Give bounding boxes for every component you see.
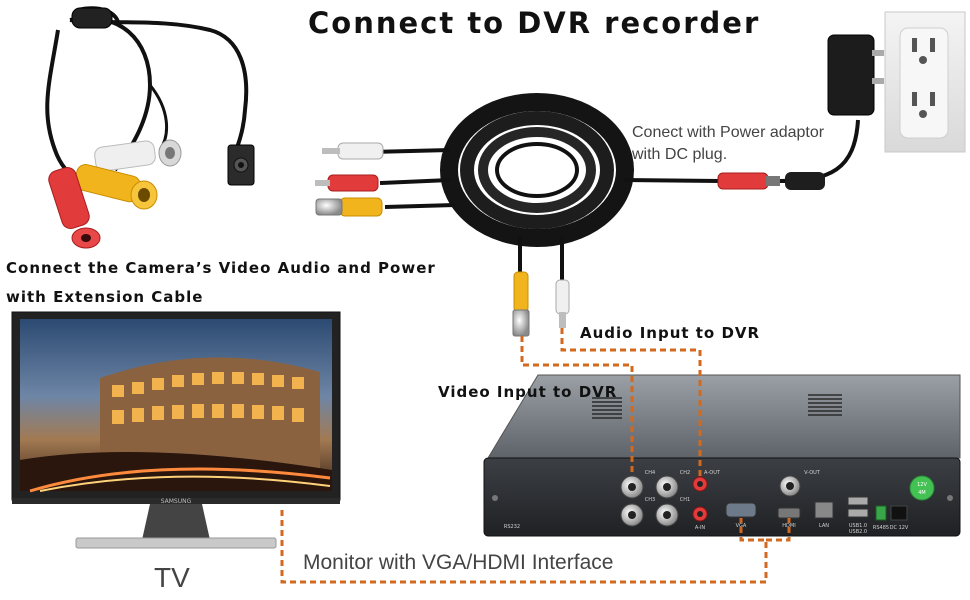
- power-adaptor: [779, 34, 884, 190]
- red-dc-connector: [48, 166, 101, 249]
- rca-port-a-out: [692, 476, 708, 492]
- bnc-port-v-out: [779, 475, 801, 497]
- bnc-port-ch3: [620, 503, 644, 527]
- white-rca-connector: [94, 139, 182, 172]
- usb1-label: USB1.0: [849, 523, 867, 529]
- rs485-terminal: [875, 505, 887, 521]
- ch4-label: CH4: [645, 470, 655, 476]
- dvr-recorder: CH4 CH2 CH3 CH1 A-OUT A-IN V-OUT VGA HDM…: [483, 374, 961, 537]
- power-label-line2: with DC plug.: [632, 146, 728, 163]
- tv-brand-text: SAMSUNG: [161, 498, 192, 505]
- a-in-label: A-IN: [695, 525, 706, 531]
- ch3-label: CH3: [645, 497, 655, 503]
- bnc-port-ch1: [655, 503, 679, 527]
- yellow-rca-connector: [74, 164, 158, 210]
- power-label-line1: Conect with Power adaptor: [632, 124, 825, 141]
- audio-input-label: Audio Input to DVR: [580, 324, 761, 342]
- page-title: Connect to DVR recorder: [308, 6, 761, 40]
- usb2-label: USB2.0: [849, 529, 867, 535]
- badge-top-label: 12V: [917, 482, 927, 488]
- a-out-label: A-OUT: [704, 470, 721, 476]
- bnc-port-ch2: [655, 475, 679, 499]
- rs485-label: RS485: [873, 525, 889, 531]
- dc-port: [890, 505, 908, 521]
- dc12v-label: DC 12V: [890, 525, 909, 531]
- usb-port-1: [847, 496, 869, 506]
- vga-label: VGA: [736, 523, 747, 529]
- bnc-port-ch4: [620, 475, 644, 499]
- connection-paths: [280, 328, 791, 584]
- monitor-label: Monitor with VGA/HDMI Interface: [303, 551, 614, 574]
- video-path: [520, 336, 634, 476]
- v-out-label: V-OUT: [804, 470, 821, 476]
- monitor-path: [280, 510, 791, 584]
- ch1-label: CH1: [680, 497, 690, 503]
- audio-path: [560, 328, 702, 477]
- lan-label: LAN: [819, 523, 829, 529]
- extension-cable: [315, 93, 780, 337]
- wall-outlet: [884, 11, 966, 153]
- badge-bottom-label: 4M: [918, 490, 926, 496]
- tv-monitor: SAMSUNG: [11, 311, 341, 549]
- pinhole-camera-kit: [45, 6, 255, 249]
- rca-port-a-in: [692, 506, 708, 522]
- tv-label: TV: [154, 562, 190, 593]
- camera-connect-label-line1: Connect the Camera’s Video Audio and Pow…: [6, 259, 436, 277]
- video-input-label: Video Input to DVR: [438, 383, 618, 401]
- hdmi-port: [777, 507, 801, 519]
- hdmi-label: HDMI: [782, 523, 795, 529]
- lan-port: [814, 501, 834, 519]
- usb-port-2: [847, 508, 869, 518]
- camera-connect-label-line2: with Extension Cable: [6, 288, 204, 306]
- vga-port: [725, 502, 757, 518]
- spec-badge: [909, 475, 935, 501]
- rs232-label: RS232: [504, 524, 520, 530]
- ch2-label: CH2: [680, 470, 690, 476]
